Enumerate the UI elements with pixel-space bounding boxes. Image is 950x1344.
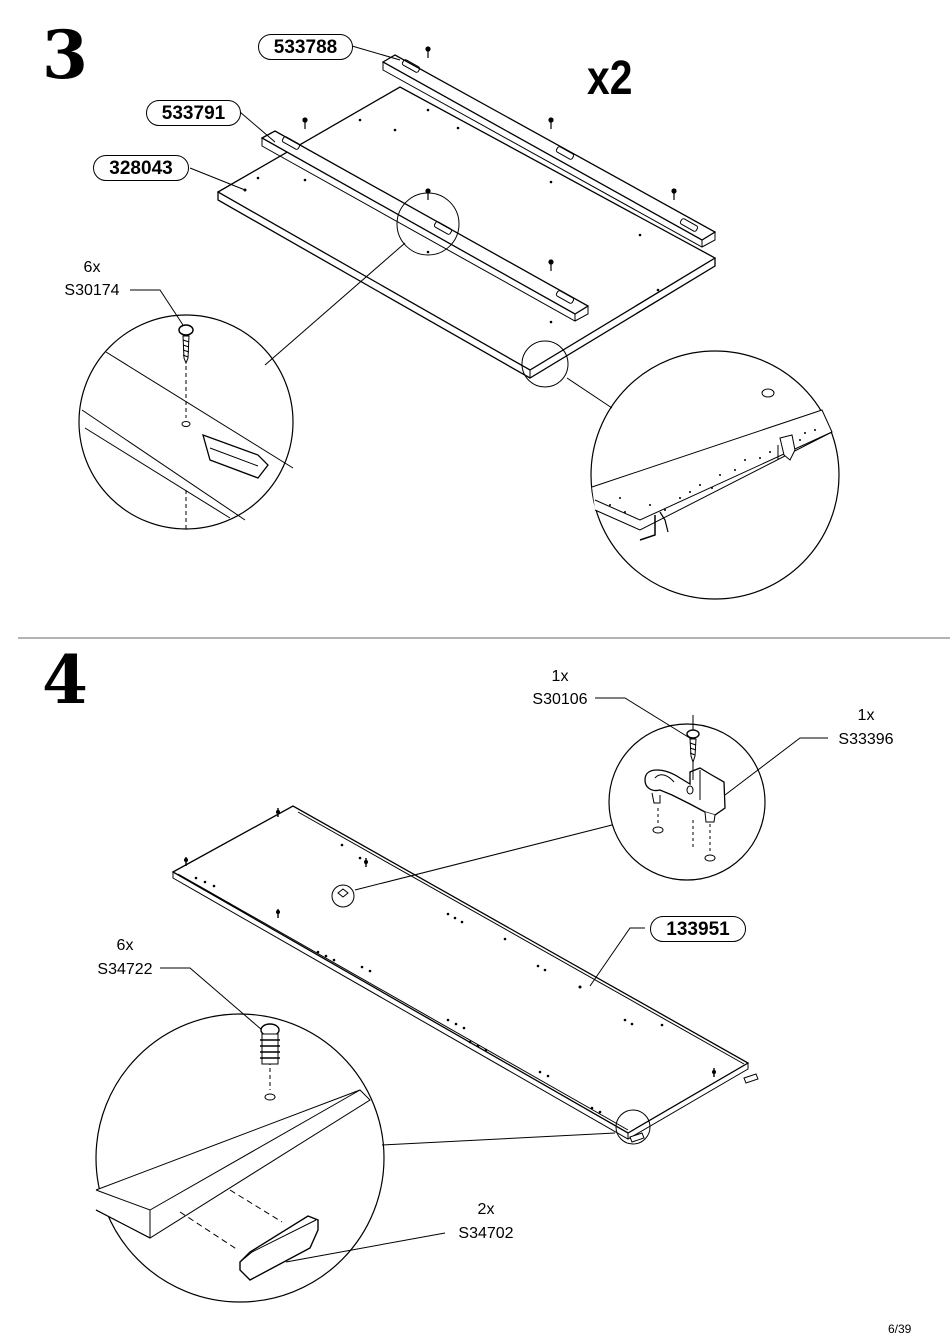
step-number-4: 4 [42, 641, 88, 719]
zoom-marker-c [331, 884, 355, 908]
detail-circle-dowel [95, 1013, 385, 1303]
detail-circle-rail-screw [78, 314, 294, 530]
rail-533791 [260, 130, 590, 322]
panel-133951 [171, 805, 750, 1140]
detail-circle-edge [590, 350, 840, 600]
hardware-qty-s33396: 1x [857, 707, 875, 724]
detail-circle-clip [608, 715, 766, 881]
zoom-marker-b [521, 340, 569, 388]
part-label-133951: 133951 [650, 916, 746, 942]
dowel-markers-step4 [185, 808, 715, 1077]
page-number: 6/39 [888, 1322, 912, 1336]
panel-holes-step4 [184, 810, 716, 1114]
hardware-qty-s34702: 2x [477, 1201, 495, 1218]
part-label-328043: 328043 [93, 155, 189, 181]
hardware-code-s34702: S34702 [458, 1225, 514, 1242]
step-number-3: 3 [42, 16, 88, 94]
hardware-code-s30106: S30106 [532, 691, 588, 708]
zoom-marker-a [396, 192, 460, 256]
hardware-code-s30174: S30174 [64, 282, 120, 299]
hardware-code-s33396: S33396 [838, 731, 894, 748]
screw-markers-step3 [302, 46, 677, 271]
hardware-qty-s30106: 1x [551, 668, 569, 685]
zoom-marker-d [615, 1109, 651, 1145]
hardware-qty-s30174: 6x [83, 259, 101, 276]
hardware-code-s34722: S34722 [97, 961, 153, 978]
part-label-533788: 533788 [258, 34, 353, 60]
quantity-multiplier: x2 [587, 52, 633, 105]
hardware-qty-s34722: 6x [116, 937, 134, 954]
part-label-533791: 533791 [146, 100, 241, 126]
panel-328043 [216, 86, 717, 379]
